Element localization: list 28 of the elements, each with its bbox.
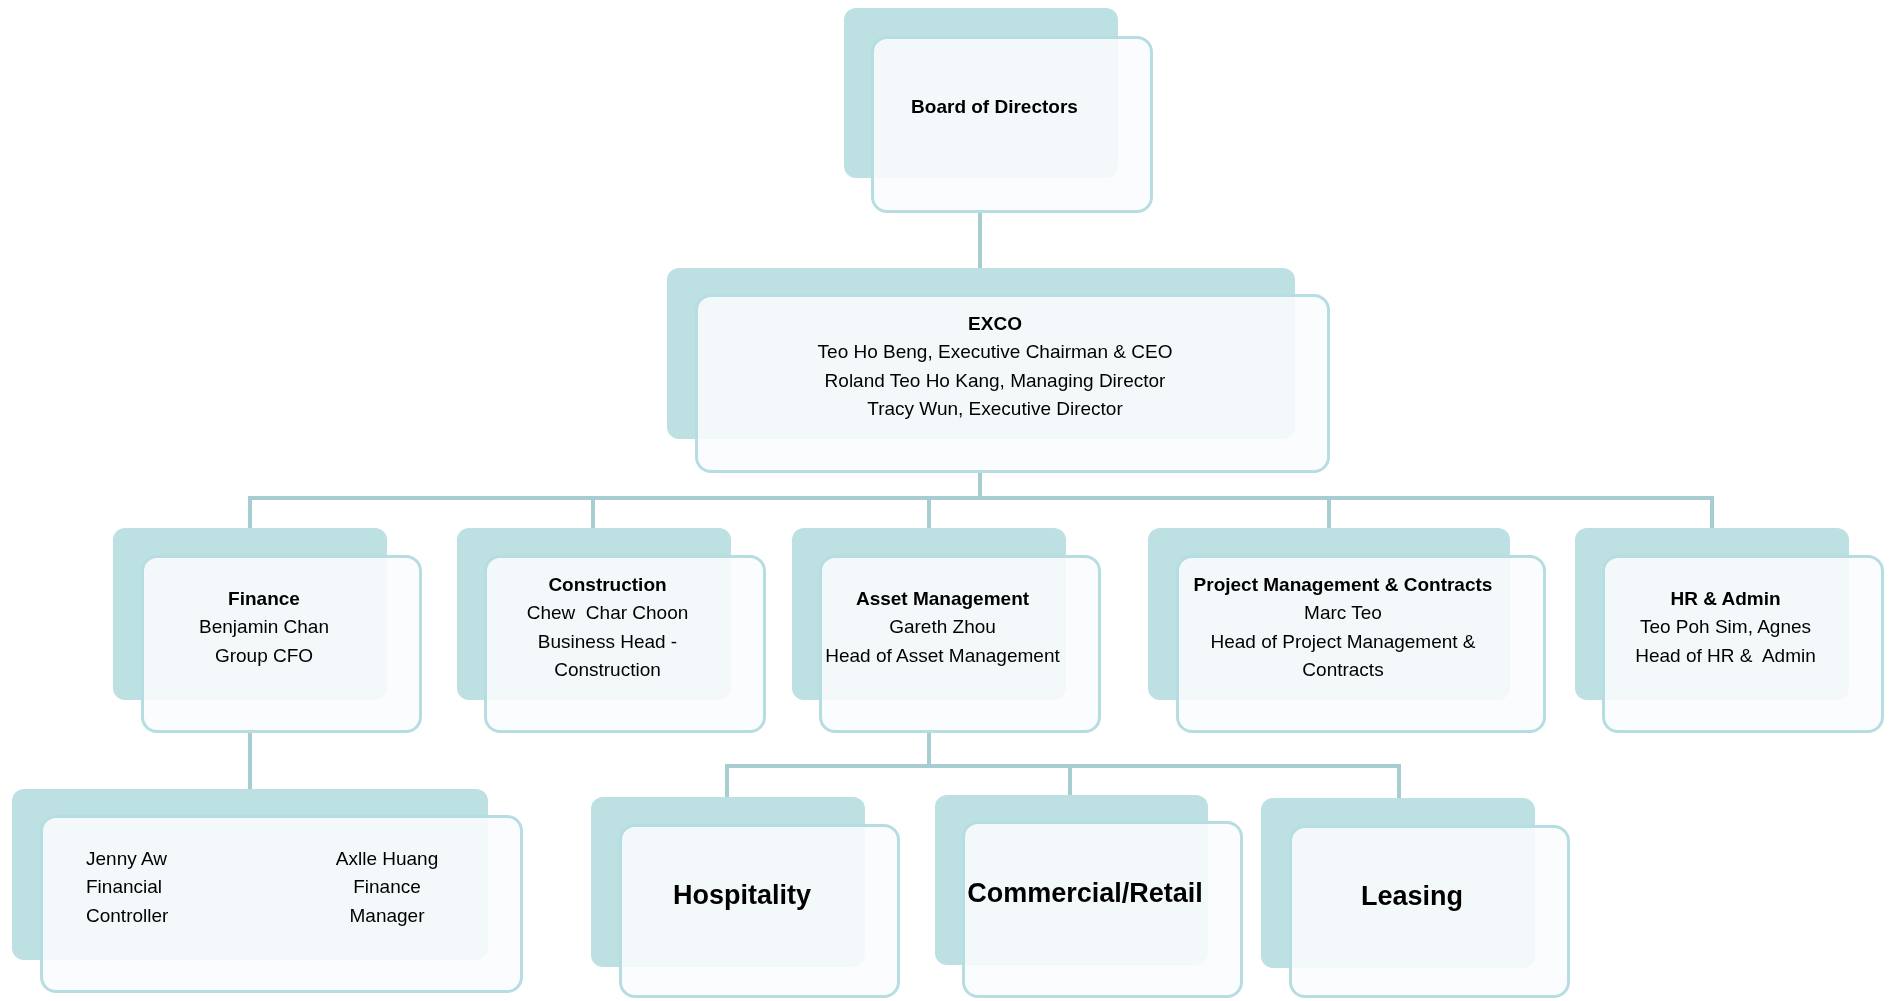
department-title: Finance [228, 586, 300, 611]
person-text: Tracy Wun, Executive Director [867, 397, 1123, 421]
box-title: Hospitality [673, 879, 811, 913]
department-title: Construction [548, 572, 667, 597]
person-text: Gareth Zhou [889, 615, 996, 640]
person-text: Head of HR & Admin [1635, 643, 1816, 668]
box-title: Leasing [1361, 880, 1463, 914]
department-title: EXCO [968, 311, 1022, 336]
connector-line [927, 733, 1401, 798]
box-title: Commercial/Retail [967, 876, 1203, 910]
person-text: Jenny Aw Financial Controller [86, 846, 170, 928]
department-title: Project Management & Contracts [1193, 572, 1493, 597]
person-text: Head of Project Management & Contracts [1209, 629, 1477, 682]
person-text: Business Head - Construction [536, 629, 679, 682]
person-text: Benjamin Chan [199, 615, 329, 640]
person-text: Roland Teo Ho Kang, Managing Director [824, 368, 1166, 393]
person-text: Axlle Huang Finance Manager [334, 846, 440, 928]
department-title: Asset Management [855, 586, 1030, 611]
person-text: Teo Ho Beng, Executive Chairman & CEO [817, 340, 1173, 364]
department-title: HR & Admin [1670, 586, 1781, 611]
person-text: Chew Char Choon [526, 601, 689, 625]
person-text: Group CFO [214, 643, 314, 668]
person-text: Marc Teo [1304, 601, 1382, 625]
connector-line [248, 733, 252, 789]
box-title: Board of Directors [911, 94, 1078, 119]
person-text: Teo Poh Sim, Agnes [1639, 615, 1812, 640]
person-text: Head of Asset Management [825, 643, 1060, 668]
connector-line [978, 213, 982, 268]
